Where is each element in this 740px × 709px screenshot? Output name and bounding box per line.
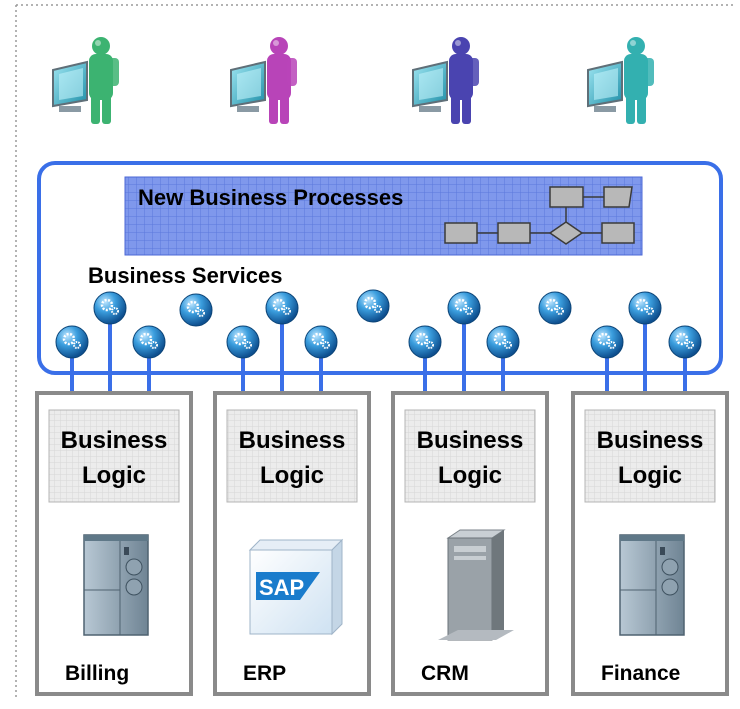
business-logic-line1: Business (417, 427, 524, 454)
system-name-label: Billing (65, 662, 129, 685)
business-logic-line1: Business (61, 427, 168, 454)
business-process-banner: New Business Processes (124, 176, 643, 256)
user-at-computer-icon (587, 37, 654, 124)
process-flow-icon (444, 186, 635, 245)
sap-logo-icon: SAP (248, 538, 344, 636)
service-gear-icon (179, 293, 213, 327)
business-logic-line2: Logic (618, 462, 682, 489)
system-name-label: CRM (421, 662, 469, 685)
service-gear-icon (304, 325, 338, 359)
service-gear-icon (55, 325, 89, 359)
service-gear-icon (408, 325, 442, 359)
server-cabinet-icon (83, 534, 149, 636)
users-row (52, 37, 654, 124)
banner-title: New Business Processes (138, 185, 403, 210)
server-cabinet-icon (619, 534, 685, 636)
user-at-computer-icon (412, 37, 479, 124)
service-orbs (55, 289, 702, 359)
business-logic-line2: Logic (82, 462, 146, 489)
user-at-computer-icon (52, 37, 119, 124)
business-logic-line1: Business (597, 427, 704, 454)
business-logic-line2: Logic (260, 462, 324, 489)
service-gear-icon (447, 291, 481, 325)
business-logic-line2: Logic (438, 462, 502, 489)
service-gear-icon (538, 291, 572, 325)
outer-dotted-border (15, 4, 736, 700)
business-logic-line1: Business (239, 427, 346, 454)
service-gear-icon (486, 325, 520, 359)
service-gear-icon (265, 291, 299, 325)
sap-logo-text: SAP (259, 575, 304, 600)
service-gear-icon (93, 291, 127, 325)
backend-systems: BusinessLogicBillingBusinessLogicSAPERPB… (35, 391, 729, 696)
service-gear-icon (590, 325, 624, 359)
business-services-label: Business Services (88, 263, 282, 288)
system-name-label: ERP (243, 662, 286, 685)
system-name-label: Finance (601, 662, 680, 685)
service-gear-icon (132, 325, 166, 359)
service-gear-icon (226, 325, 260, 359)
service-gear-icon (668, 325, 702, 359)
user-at-computer-icon (230, 37, 297, 124)
tower-server-icon (438, 529, 514, 641)
service-gear-icon (356, 289, 390, 323)
service-gear-icon (628, 291, 662, 325)
